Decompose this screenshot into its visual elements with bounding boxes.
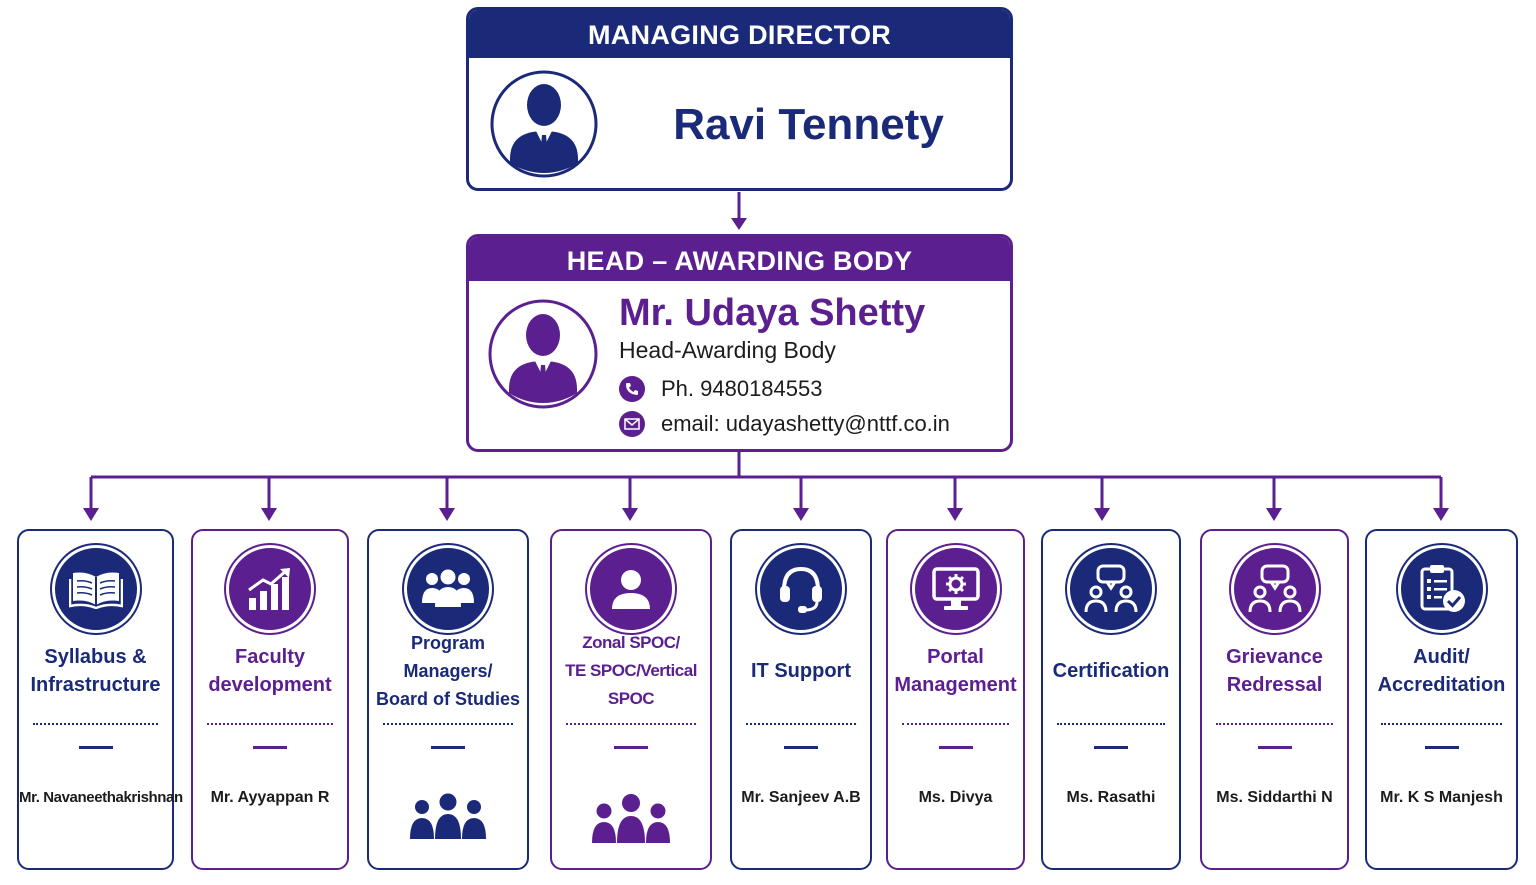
dash-divider xyxy=(1424,746,1459,749)
dept-title: IT Support xyxy=(751,660,851,682)
chat-people-icon xyxy=(1067,545,1155,633)
monitor-gear-icon xyxy=(911,545,1000,633)
dept-title: Faculty development xyxy=(208,646,332,696)
md-to-head-connector xyxy=(731,192,747,230)
dept-person-name: Ms. Rasathi xyxy=(1066,789,1156,806)
dept-card-zonal-spoc: Zonal SPOC/ TE SPOC/Vertical SPOC xyxy=(550,529,712,870)
growth-chart-icon xyxy=(226,545,314,633)
clipboard-check-icon xyxy=(1397,545,1486,633)
dotted-divider xyxy=(746,723,856,725)
email-address: email: udayashetty@nttf.co.in xyxy=(661,411,950,436)
phone-number: Ph. 9480184553 xyxy=(661,376,823,401)
managing-director-box: MANAGING DIRECTOR Ravi Tennety xyxy=(466,7,1013,191)
dept-person-name: Mr. Navaneethakrishnan xyxy=(19,789,183,806)
user-icon xyxy=(587,545,675,633)
dept-title: Grievance Redressal xyxy=(1226,646,1323,696)
dept-person-name: Ms. Divya xyxy=(918,789,993,806)
dept-person-name: Ms. Siddarthi N xyxy=(1216,789,1333,806)
dotted-divider xyxy=(207,723,333,725)
dotted-divider xyxy=(1216,723,1333,725)
dept-card-it-support: IT Support Mr. Sanjeev A.B xyxy=(730,529,872,870)
managing-director-header: MANAGING DIRECTOR xyxy=(469,10,1010,58)
group-users-icon xyxy=(404,545,492,633)
dotted-divider xyxy=(383,723,513,725)
person-avatar-icon xyxy=(489,67,599,186)
dotted-divider xyxy=(1381,723,1502,725)
dash-divider xyxy=(1094,746,1128,749)
dash-divider xyxy=(78,746,113,749)
dept-title: Portal Management xyxy=(894,646,1017,696)
envelope-icon xyxy=(619,411,645,437)
dept-card-grievance-redressal: Grievance Redressal Ms. Siddarthi N xyxy=(1200,529,1349,870)
dept-card-program-managers: Program Managers/ Board of Studies xyxy=(367,529,529,870)
dept-title: Audit/ Accreditation xyxy=(1377,646,1506,696)
group-users-icon xyxy=(408,793,488,846)
dash-divider xyxy=(614,746,648,749)
dept-title: Syllabus & Infrastructure xyxy=(30,646,161,696)
chat-people-icon xyxy=(1230,545,1319,633)
dash-divider xyxy=(431,746,465,749)
open-book-icon xyxy=(51,545,140,633)
dept-card-portal-management: Portal Management Ms. Divya xyxy=(886,529,1025,870)
dept-person-name: Mr. K S Manjesh xyxy=(1380,789,1503,806)
phone-icon xyxy=(619,376,645,402)
person-avatar-icon xyxy=(488,296,598,417)
dash-divider xyxy=(938,746,973,749)
head-awarding-body-box: HEAD – AWARDING BODY Mr. Udaya Shetty He… xyxy=(466,234,1013,452)
dept-card-faculty-development: Faculty development Mr. Ayyappan R xyxy=(191,529,349,870)
dept-title: Zonal SPOC/ TE SPOC/Vertical SPOC xyxy=(565,633,697,708)
dept-title: Program Managers/ Board of Studies xyxy=(375,633,520,709)
dotted-divider xyxy=(902,723,1009,725)
head-to-departments-connector xyxy=(89,452,1443,512)
phone-line: Ph. 9480184553 xyxy=(619,376,823,402)
head-awarding-body-name: Mr. Udaya Shetty xyxy=(619,292,926,334)
dept-card-certification: Certification Ms. Rasathi xyxy=(1041,529,1181,870)
dash-divider xyxy=(784,746,818,749)
head-awarding-body-header: HEAD – AWARDING BODY xyxy=(469,237,1010,281)
dotted-divider xyxy=(1057,723,1165,725)
dotted-divider xyxy=(33,723,158,725)
dept-card-syllabus-infrastructure: Syllabus & Infrastructure Mr. Navaneetha… xyxy=(17,529,183,870)
dotted-divider xyxy=(566,723,696,725)
dept-person-name: Mr. Sanjeev A.B xyxy=(741,789,861,806)
department-arrowheads xyxy=(83,508,1449,521)
dash-divider xyxy=(253,746,287,749)
managing-director-name: Ravi Tennety xyxy=(673,100,944,149)
dept-title: Certification xyxy=(1052,660,1170,682)
email-line: email: udayashetty@nttf.co.in xyxy=(619,411,950,437)
headset-icon xyxy=(757,545,845,633)
group-users-icon xyxy=(591,793,671,850)
dept-person-name: Mr. Ayyappan R xyxy=(210,789,330,806)
dash-divider xyxy=(1257,746,1292,749)
dept-card-audit-accreditation: Audit/ Accreditation Mr. K S Manjesh xyxy=(1365,529,1518,870)
head-awarding-body-role: Head-Awarding Body xyxy=(619,337,836,363)
